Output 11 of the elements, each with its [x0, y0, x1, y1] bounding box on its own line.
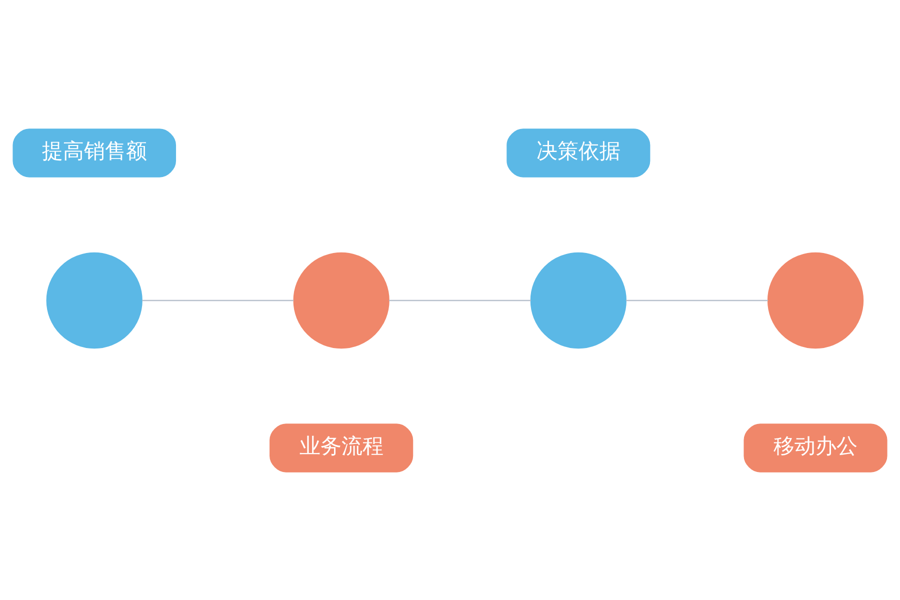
node-circle [530, 252, 626, 348]
node-circle [293, 252, 390, 348]
connector [388, 299, 531, 301]
node-circle [46, 252, 142, 348]
node-circle [767, 252, 864, 348]
node-box: 决策依据 [506, 128, 650, 177]
node-box: 移动办公 [744, 423, 888, 472]
connector [142, 299, 294, 301]
node-box: 业务流程 [270, 423, 414, 472]
node-box: 提高销售额 [12, 128, 176, 177]
connector [626, 299, 768, 301]
